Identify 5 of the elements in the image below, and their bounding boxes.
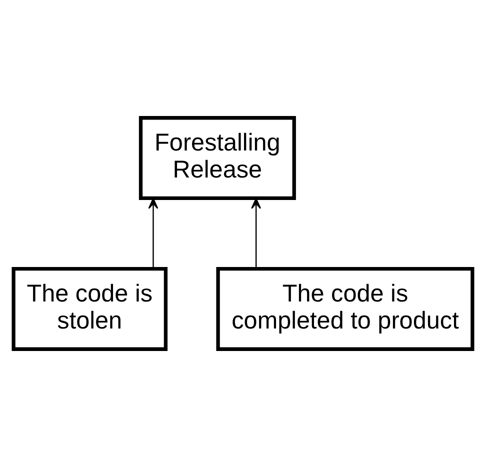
node-box: The code is stolen (12, 266, 168, 350)
arrow (148, 197, 158, 268)
arrow (251, 197, 262, 268)
node-box: The code is completed to product (216, 266, 474, 350)
node-box: Forestalling Release (138, 116, 296, 200)
